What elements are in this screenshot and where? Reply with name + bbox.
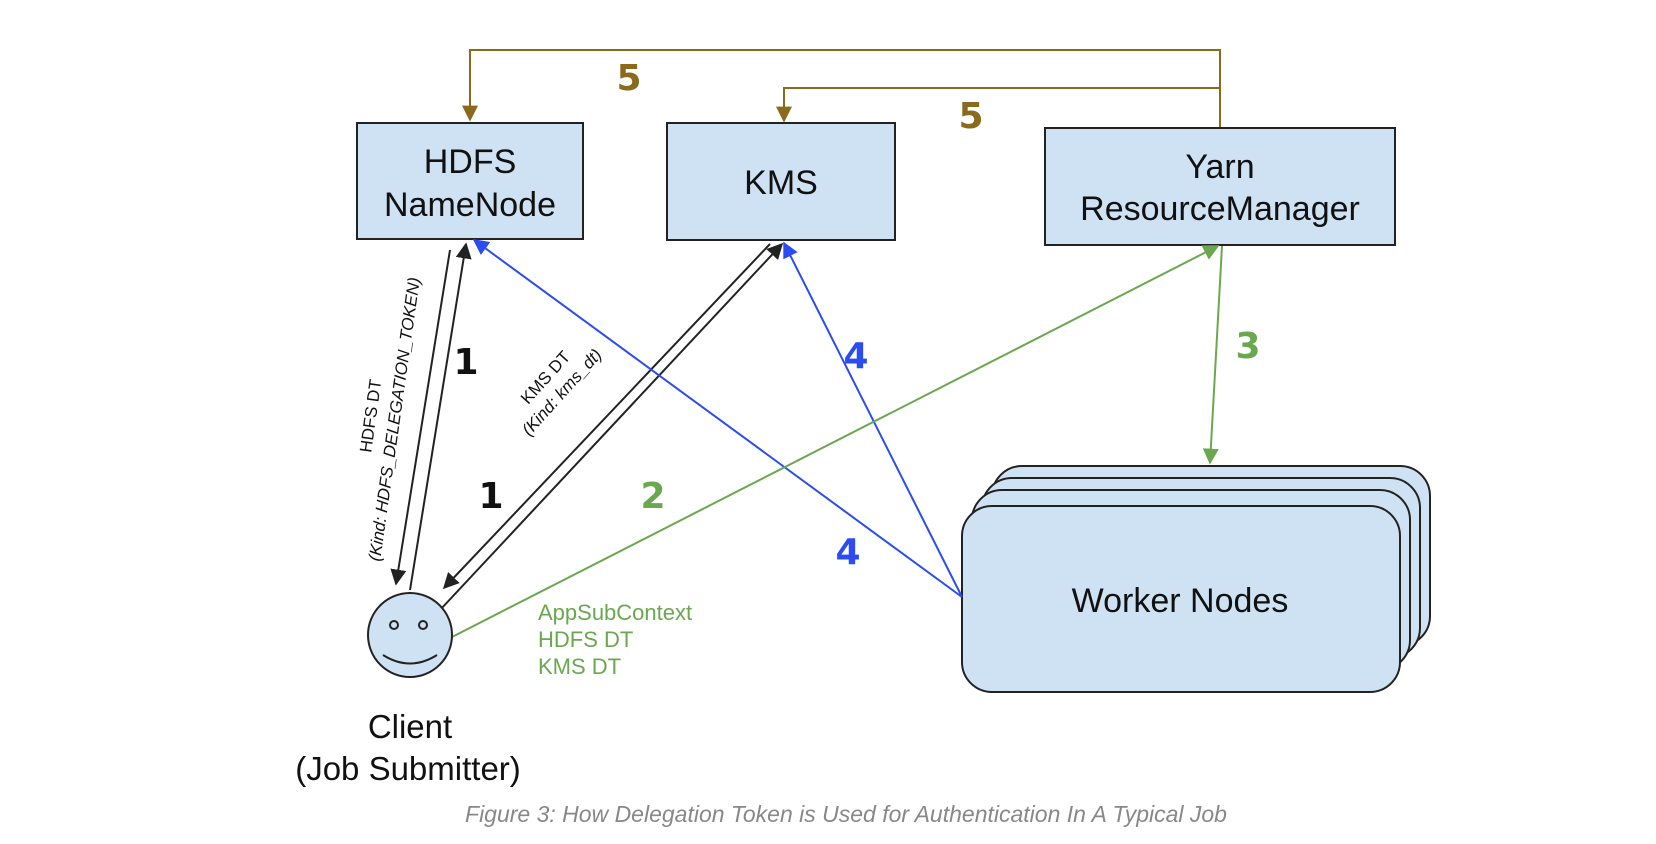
worker-nodes-stack: Worker Nodes: [961, 465, 1431, 693]
namenode-label-line1: HDFS: [424, 143, 517, 181]
app-context-line-2: HDFS DT: [538, 627, 633, 652]
hdfs-dt-label-group: HDFS DT (Kind: HDFS_DELEGATION_TOKEN): [356, 276, 424, 562]
app-submission-context-labels: AppSubContext HDFS DT KMS DT: [538, 600, 692, 679]
step-1-label-a: 1: [453, 342, 478, 383]
resourcemanager-rect: [1044, 127, 1396, 246]
client-avatar: [367, 592, 453, 678]
step4-arrows: [472, 239, 963, 598]
client-face-icon: [367, 592, 453, 678]
resourcemanager-box: Yarn ResourceManager: [1044, 127, 1396, 246]
step-1-label-b: 1: [478, 476, 503, 517]
kms-box: KMS: [666, 122, 896, 241]
namenode-box: HDFS NameNode: [356, 122, 584, 240]
arrow-kms-to-client: [442, 243, 771, 590]
client-label-line2: (Job Submitter): [295, 750, 521, 787]
client-left-eye: [389, 620, 399, 630]
worker-nodes-label: Worker Nodes: [1072, 582, 1289, 620]
figure-caption: Figure 3: How Delegation Token is Used f…: [465, 801, 1227, 827]
client-right-eye: [418, 620, 428, 630]
arrow-client-to-namenode: [409, 242, 472, 591]
kms-label: KMS: [744, 164, 818, 202]
resourcemanager-label-line2: ResourceManager: [1080, 190, 1360, 228]
app-context-line-3: KMS DT: [538, 654, 621, 679]
step1-kms-arrows: [439, 242, 784, 611]
arrow-namenode-to-client: [390, 249, 451, 586]
step-4-label-b: 4: [835, 532, 860, 573]
arrow-client-to-kms: [439, 242, 784, 611]
kms-dt-label-group: KMS DT (Kind: kms_dt): [517, 345, 606, 439]
client-label-line1: Client: [368, 708, 452, 745]
resourcemanager-label-line1: Yarn: [1185, 148, 1254, 186]
step5-connectors: [462, 49, 1221, 128]
step-5-label-a: 5: [616, 58, 641, 99]
step-2-label: 2: [640, 476, 665, 517]
arrow-worker-to-namenode: [472, 239, 963, 598]
step-numbers: 5 5 1 1 2 3 4 4: [453, 58, 1260, 573]
client-smile: [382, 654, 438, 665]
namenode-rect: [356, 122, 584, 240]
step-5-label-b: 5: [958, 96, 983, 137]
worker-node-front: [961, 505, 1401, 693]
arrow-worker-to-kms: [783, 241, 963, 598]
kms-rect: [666, 122, 896, 241]
step-3-label: 3: [1235, 326, 1260, 367]
arrow-client-to-resourcemanager: [451, 245, 1220, 638]
app-context-line-1: AppSubContext: [538, 600, 692, 625]
arrow-resourcemanager-to-workers: [1202, 245, 1223, 465]
step-4-label-a: 4: [843, 336, 868, 377]
arrow-rm-to-kms: [776, 87, 1221, 128]
step1-namenode-arrows: [390, 242, 472, 591]
namenode-label-line2: NameNode: [384, 186, 556, 224]
